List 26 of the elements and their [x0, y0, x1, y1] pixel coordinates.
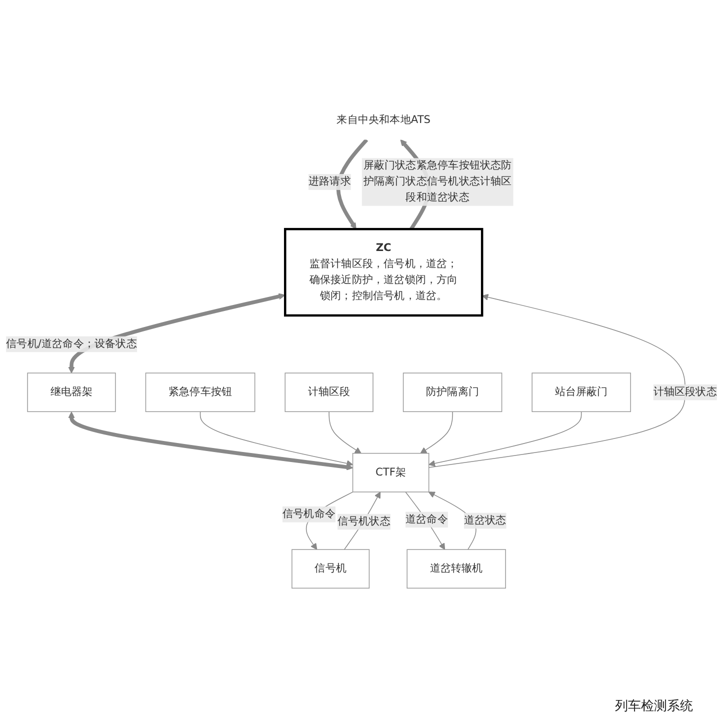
edge-label: 信号机/道岔命令；设备状态 [6, 338, 137, 350]
node-text: 来自中央和本地ATS [336, 114, 431, 126]
node-box: CTF架 [352, 453, 430, 493]
arrow [336, 138, 368, 230]
arrow [428, 294, 686, 468]
edge-label: 屏蔽门状态紧急停车按钮状态防护隔离门状态信号机状态计轴区段和道岔状态 [363, 160, 512, 204]
arrow [68, 412, 354, 471]
arrow [420, 412, 453, 454]
node-box: 防护隔离门 [402, 373, 502, 412]
node-box: 计轴区段 [284, 373, 374, 412]
node-box: 继电器架 [27, 373, 116, 412]
node-box: 站台屏蔽门 [532, 373, 631, 412]
node-box: 信号机 [292, 550, 370, 589]
node-box: 紧急停车按钮 [145, 373, 256, 412]
edge-label: 道岔命令 [406, 514, 448, 526]
edge-label: 计轴区段状态 [653, 386, 717, 398]
arrow [428, 412, 582, 468]
node-box: ZC 监督计轴区段，信号机，道岔；确保接近防护，道岔锁闭，方向锁闭；控制信号机，道岔。 [284, 228, 484, 317]
note-label: 列车检测系统 [615, 698, 693, 715]
arrow [200, 412, 354, 468]
edge-label: 进路请求 [308, 176, 351, 188]
edge-label: 道岔状态 [464, 514, 506, 527]
edge-label: 信号机状态 [337, 516, 390, 528]
edge-label: 信号机命令 [282, 508, 336, 520]
node-box: 道岔转辙机 [406, 550, 506, 589]
arrow [328, 412, 362, 454]
